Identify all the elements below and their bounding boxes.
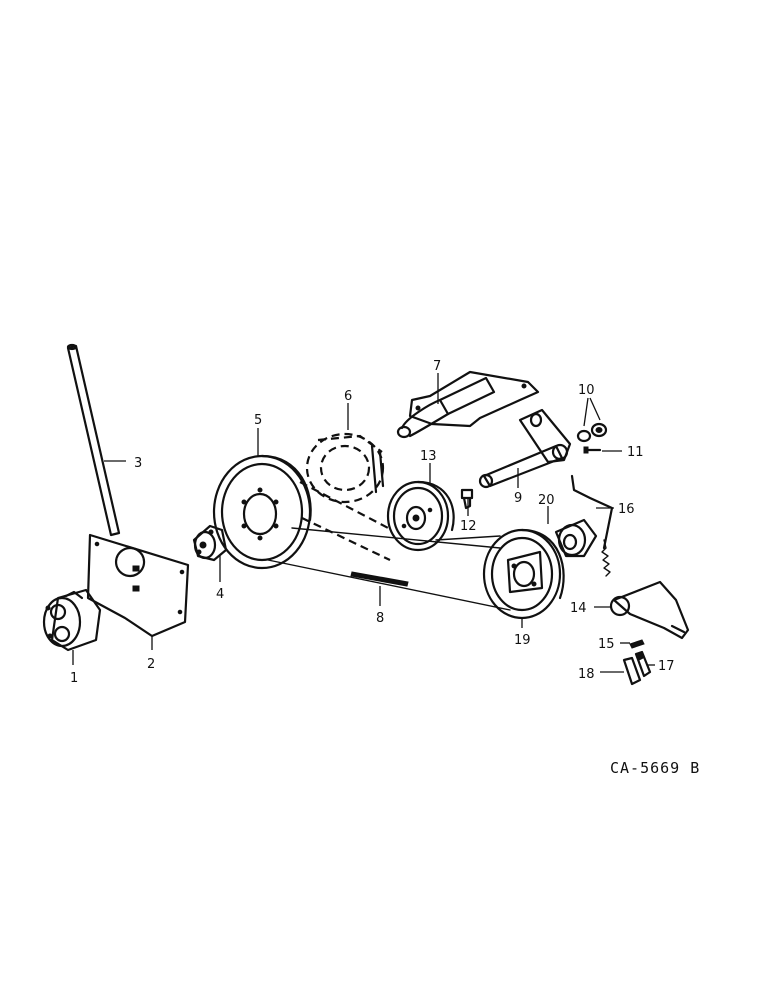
callout-14: 14 — [570, 601, 587, 616]
part-14-bracket — [609, 580, 690, 640]
callout-10: 10 — [578, 383, 595, 398]
part-19-pulley — [482, 528, 565, 620]
callout-1: 1 — [70, 671, 78, 686]
callout-4: 4 — [216, 587, 224, 602]
callout-11: 11 — [627, 445, 644, 460]
callout-12: 12 — [460, 519, 477, 534]
part-16-rod-spring — [570, 474, 614, 577]
part-3-rod — [66, 343, 121, 537]
part-5-large-pulley — [212, 454, 312, 570]
callout-8: 8 — [376, 611, 384, 626]
callout-7: 7 — [433, 359, 441, 374]
callout-2: 2 — [147, 657, 155, 672]
figure-reference: CA-5669 B — [610, 759, 700, 777]
part-18-pin — [622, 656, 642, 686]
callout-3: 3 — [134, 456, 142, 471]
part-1-pump — [42, 588, 102, 652]
part-20-small-pulley — [554, 518, 598, 558]
callout-5: 5 — [254, 413, 262, 428]
part-2-plate — [86, 533, 190, 638]
callout-9: 9 — [514, 491, 522, 506]
part-8-bar — [350, 571, 409, 587]
part-15-clip — [629, 639, 645, 649]
callout-labels: 1 2 3 4 5 6 7 8 9 10 11 12 13 14 15 16 1… — [70, 359, 675, 686]
part-9-idler-arm — [478, 408, 572, 489]
part-6-clutch — [305, 432, 385, 504]
callout-15: 15 — [598, 637, 615, 652]
callout-16: 16 — [618, 502, 635, 517]
part-7-bracket — [396, 370, 540, 439]
part-11-bolt — [583, 446, 602, 454]
callout-6: 6 — [344, 389, 352, 404]
leader-lines — [72, 373, 655, 673]
part-12-bolt — [460, 488, 474, 510]
callout-18: 18 — [578, 667, 595, 682]
callout-17: 17 — [658, 659, 675, 674]
callout-20: 20 — [538, 493, 555, 508]
part-10-bushings — [576, 422, 608, 443]
callout-19: 19 — [514, 633, 531, 648]
part-17-pin — [634, 650, 652, 678]
part-13-idler-pulley — [386, 480, 455, 552]
callout-13: 13 — [420, 449, 437, 464]
belt-outlines — [267, 481, 511, 611]
